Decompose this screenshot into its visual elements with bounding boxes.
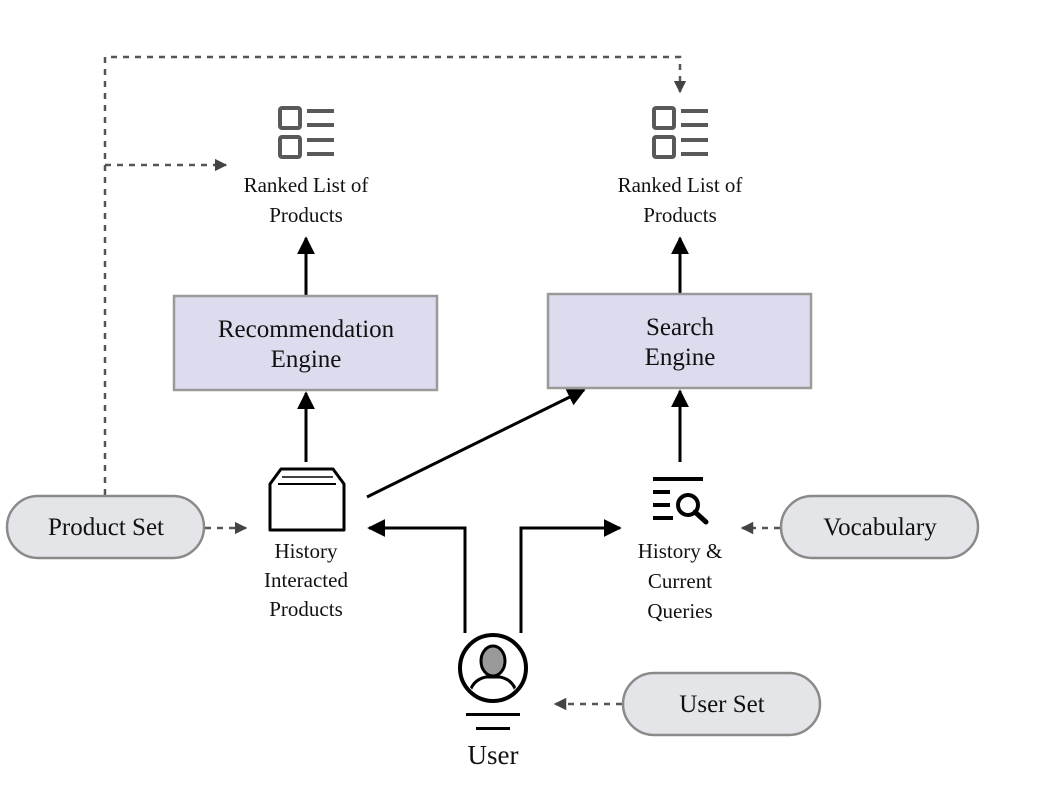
arrow-user-to-history <box>367 519 467 633</box>
recommendation-engine-line2: Engine <box>271 346 342 373</box>
product-set-pill <box>5 494 206 560</box>
arrow-history-to-search <box>366 388 586 499</box>
recommendation-engine-box <box>172 294 439 392</box>
ranked-list-left-line1: Ranked List of <box>244 173 369 197</box>
box-icon <box>268 467 346 532</box>
user-icon <box>458 633 528 730</box>
list-icon <box>278 106 334 159</box>
ranked-list-right-line1: Ranked List of <box>618 173 743 197</box>
user-label: User <box>468 740 519 770</box>
ranked-list-right-line2: Products <box>643 203 717 227</box>
history-queries-line2: Current <box>648 569 712 593</box>
dashed-connector-product-to-right-ranked <box>103 55 687 495</box>
ranked-list-left-line2: Products <box>269 203 343 227</box>
product-set-label: Product Set <box>48 514 164 541</box>
user-set-label: User Set <box>679 691 764 718</box>
search-engine-box <box>546 292 813 390</box>
search-engine-line1: Search <box>646 314 715 341</box>
vocabulary-label: Vocabulary <box>823 514 937 541</box>
history-queries-line3: Queries <box>647 599 712 623</box>
history-products-line3: Products <box>269 597 343 621</box>
user-set-pill <box>621 671 822 737</box>
history-queries-line1: History & <box>638 539 723 563</box>
search-engine-line2: Engine <box>645 344 716 371</box>
vocabulary-pill <box>779 494 980 560</box>
list-icon <box>652 106 708 159</box>
search-list-icon <box>653 477 709 525</box>
recommendation-engine-line1: Recommendation <box>218 316 395 343</box>
arrow-user-to-queries <box>519 519 622 633</box>
history-products-line1: History <box>275 539 339 563</box>
history-products-line2: Interacted <box>264 568 348 592</box>
